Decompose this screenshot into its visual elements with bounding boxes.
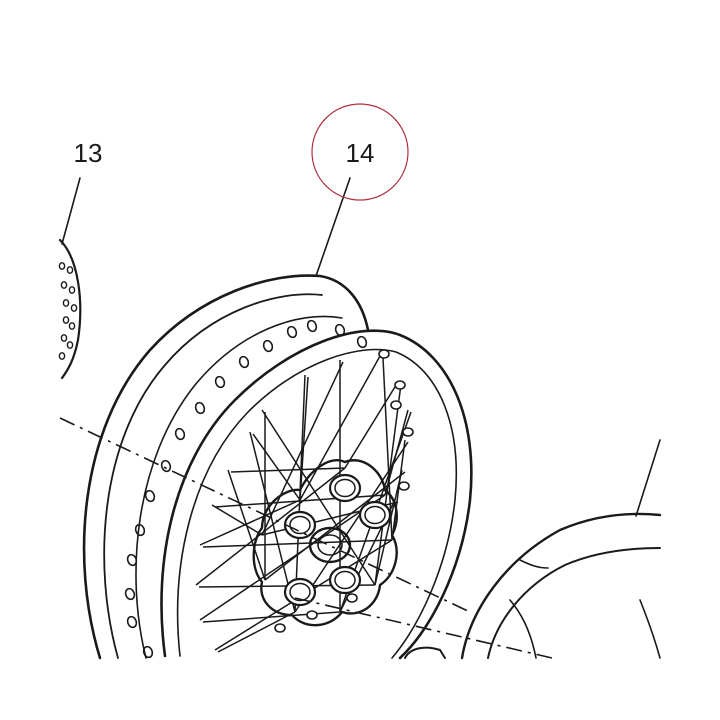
hub-lobe-inner — [334, 478, 356, 498]
hub-bolt-lobes — [283, 473, 392, 607]
spoke-nipple — [390, 400, 402, 410]
hub-lobe-inner — [334, 570, 356, 590]
spoke — [217, 611, 296, 653]
disc-hole — [58, 262, 66, 270]
rim-hole — [356, 335, 368, 349]
rim-hole — [238, 355, 250, 369]
disc-hole — [62, 316, 70, 324]
brake-disc-holes — [58, 262, 78, 360]
rim-hole — [286, 325, 298, 339]
spoke — [252, 433, 301, 501]
spoke-nipple — [398, 481, 410, 491]
spoke — [199, 494, 386, 621]
spoke — [374, 469, 403, 586]
callout-label-13: 13 — [74, 138, 103, 168]
spoke — [230, 467, 346, 473]
rim-spoke-holes — [124, 319, 368, 659]
spoke — [391, 439, 406, 541]
spoke — [195, 467, 346, 586]
spoke — [264, 471, 406, 581]
spoke-nipple — [402, 427, 414, 437]
brake-disc-part — [58, 238, 82, 380]
spoke — [344, 381, 399, 469]
rim-hole — [174, 427, 186, 441]
rim-hole — [214, 375, 226, 389]
disc-hole — [68, 322, 76, 330]
callout-13: 13 — [74, 138, 103, 168]
rim-hole — [194, 401, 206, 415]
disc-hole — [60, 334, 68, 342]
spoke — [202, 611, 341, 623]
axis-lines — [59, 417, 553, 659]
callout-label-14: 14 — [346, 138, 375, 168]
spoke-nipple — [378, 349, 390, 359]
rim-hole — [134, 523, 146, 537]
rim-hole — [126, 615, 138, 629]
callout-14: 14 — [311, 103, 409, 201]
hub-lobe-inner — [289, 515, 311, 535]
spoke-nipple — [274, 623, 286, 633]
spoke — [211, 504, 263, 536]
spoke-nipple — [346, 593, 358, 603]
spoke — [199, 499, 301, 546]
rim-hole — [144, 489, 156, 503]
rim-hole — [262, 339, 274, 353]
rim-hole — [126, 553, 138, 567]
wheel-spokes — [195, 355, 412, 653]
wheel-rim-part — [82, 274, 473, 660]
disc-hole — [62, 299, 70, 307]
disc-hole — [68, 286, 76, 294]
disc-hole — [66, 266, 74, 274]
leader-lines — [61, 177, 661, 517]
spoke-nipple — [306, 610, 318, 620]
hub-lobe-inner — [289, 582, 311, 602]
disc-hole — [70, 304, 78, 312]
spoke — [261, 409, 376, 586]
disc-hole — [66, 341, 74, 349]
hub-lobe-inner — [364, 505, 386, 525]
rim-hole — [160, 459, 172, 473]
spoke-nipple — [394, 380, 406, 390]
spoke — [249, 431, 296, 613]
tire-part — [404, 512, 662, 660]
rim-hole — [306, 319, 318, 333]
rim-hole — [142, 645, 154, 659]
disc-hole — [60, 281, 68, 289]
spoke — [299, 376, 309, 501]
spoke — [294, 441, 409, 613]
disc-hole — [58, 352, 66, 360]
highlight-circle — [311, 103, 409, 201]
wheel-hub-part — [252, 459, 398, 627]
rim-hole — [124, 587, 136, 601]
rim-hole — [334, 323, 346, 337]
